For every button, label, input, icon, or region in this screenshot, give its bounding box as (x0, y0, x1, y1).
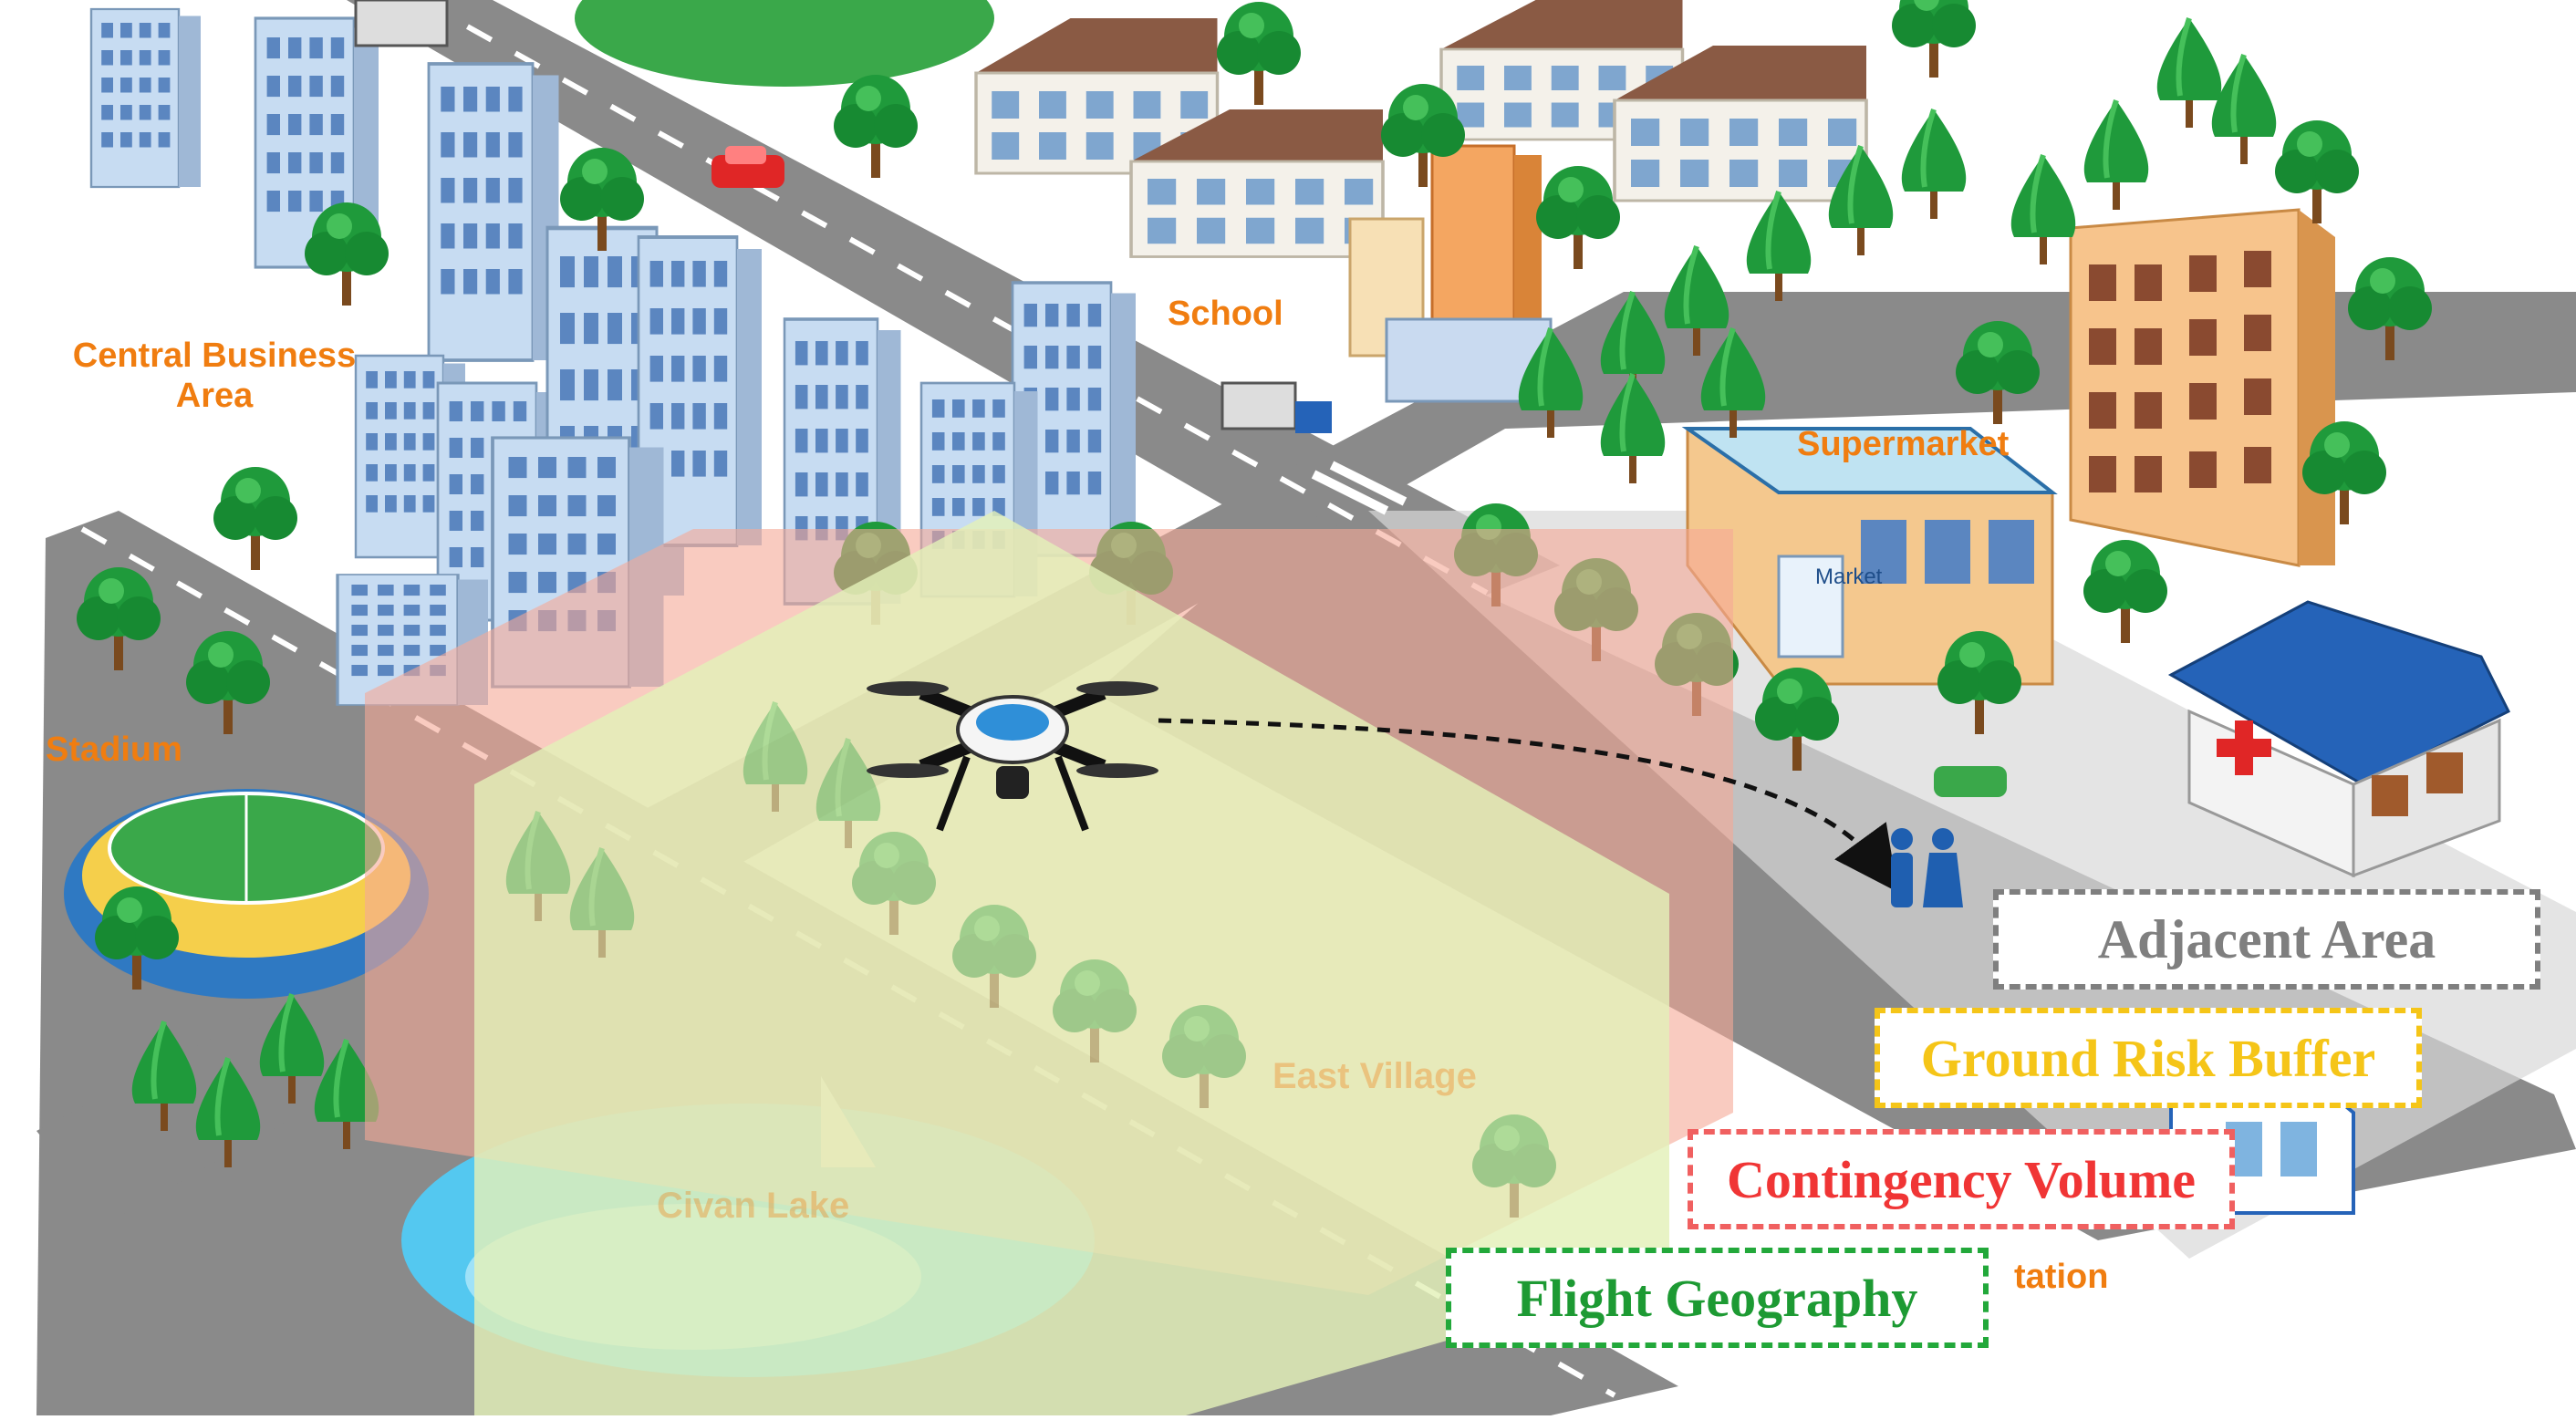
person-icon (1923, 828, 1963, 907)
station-label: tation (2014, 1258, 2109, 1296)
supermarket-building: Market (1681, 427, 2058, 686)
truck-icon (354, 0, 449, 47)
park-area (575, 0, 994, 87)
market-sign: Market (1815, 565, 1883, 589)
adjacent-area-label: Adjacent Area (1993, 889, 2540, 990)
flight-geography-label: Flight Geography (1446, 1248, 1989, 1348)
apartment-block (2069, 208, 2335, 567)
central-business-area-label: Central Business Area (55, 336, 374, 416)
school-label: School (1168, 295, 1283, 333)
contingency-volume-label: Contingency Volume (1688, 1129, 2235, 1229)
central-business-label-line1: Central Business (72, 337, 357, 375)
stadium-label: Stadium (46, 731, 182, 769)
ground-risk-buffer-label: Ground Risk Buffer (1875, 1008, 2422, 1108)
drone-icon (867, 681, 1158, 832)
school-buildings (974, 0, 1868, 403)
supermarket-label: Supermarket (1797, 425, 2010, 463)
central-business-label-line2: Area (175, 377, 254, 415)
east-village-label: East Village (1272, 1056, 1477, 1096)
flight-path-arrow (1158, 718, 1898, 893)
hospital-cross-icon (2217, 720, 2271, 775)
hospital-building (2167, 600, 2511, 878)
civan-lake-label: Civan Lake (657, 1186, 850, 1226)
person-icon (1891, 828, 1913, 907)
car-icon (712, 146, 784, 188)
truck-icon (1220, 381, 1332, 433)
car-icon (1934, 766, 2007, 797)
